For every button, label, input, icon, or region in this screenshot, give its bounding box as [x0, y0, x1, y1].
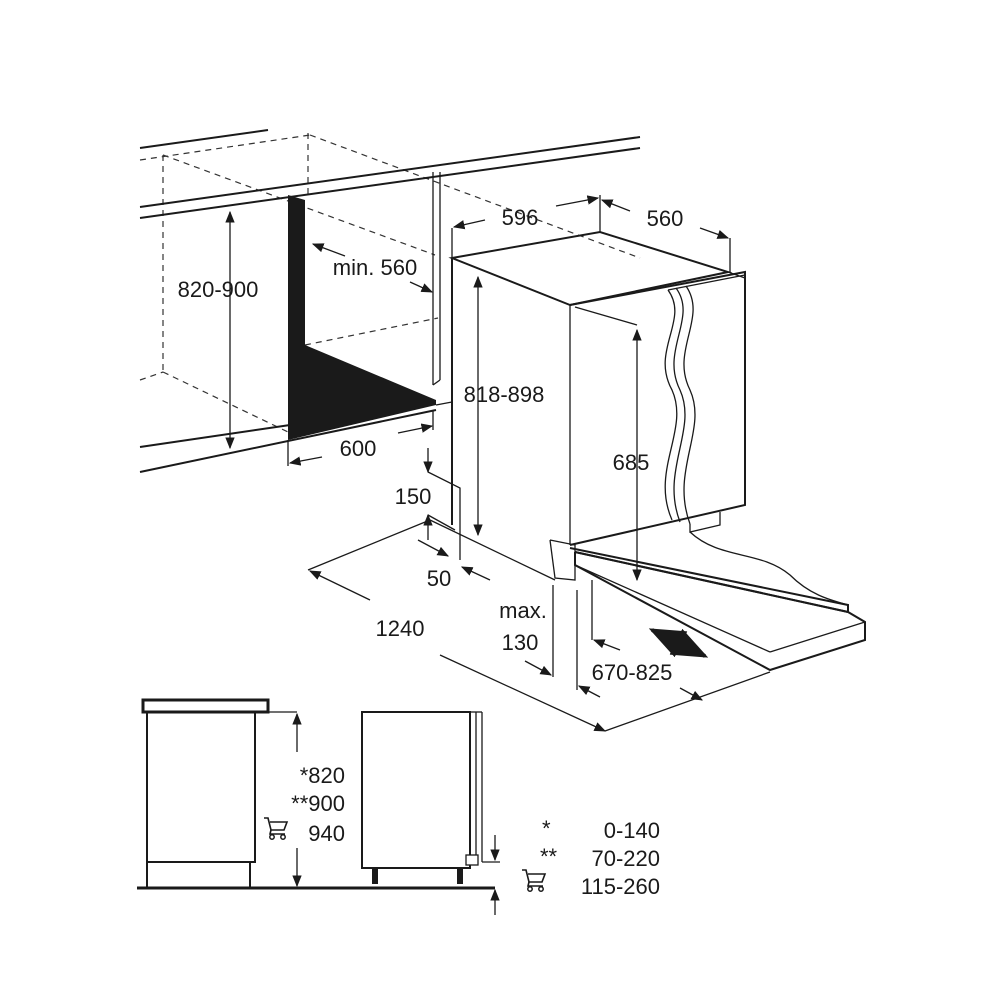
side-view-appliance — [361, 711, 500, 915]
cart-icon — [521, 869, 546, 893]
door-open-label: 670-825 — [592, 660, 673, 685]
side-view-cabinet — [137, 698, 495, 890]
height-cart: 940 — [308, 821, 345, 846]
range-value-2: 70-220 — [591, 846, 660, 871]
top-gap-label: 150 — [395, 484, 432, 509]
appliance-width-label: 596 — [502, 205, 539, 230]
appliance-height-label: 818-898 — [464, 382, 545, 407]
range-value-1: 0-140 — [604, 818, 660, 843]
appliance-dimensions — [451, 195, 731, 582]
side-view-heights: *820 **900 940 — [263, 763, 345, 846]
range-mark-2: ** — [540, 844, 558, 869]
height-star-2: **900 — [291, 791, 345, 816]
niche-cavity-shading — [288, 195, 436, 440]
appliance-depth-label: 560 — [647, 206, 684, 231]
plinth-max-value: 130 — [502, 630, 539, 655]
plinth-max-prefix: max. — [499, 598, 547, 623]
door-height-label: 685 — [613, 450, 650, 475]
kitchen-niche — [139, 129, 641, 473]
range-mark-1: * — [542, 816, 551, 841]
plinth-ranges: * 0-140 ** 70-220 115-260 — [521, 816, 660, 899]
niche-height-label: 820-900 — [178, 277, 259, 302]
total-depth-label: 1240 — [376, 616, 425, 641]
niche-dimensions — [225, 210, 434, 466]
door-swing-double-arrow — [648, 628, 709, 658]
clearance-dimensions — [307, 448, 771, 732]
dishwasher-appliance — [429, 230, 866, 672]
niche-width-label: 600 — [340, 436, 377, 461]
range-value-3: 115-260 — [581, 874, 660, 899]
side-gap-label: 50 — [427, 566, 451, 591]
height-star-1: *820 — [300, 763, 345, 788]
niche-depth-label: min. 560 — [333, 255, 417, 280]
cart-icon — [263, 817, 288, 841]
